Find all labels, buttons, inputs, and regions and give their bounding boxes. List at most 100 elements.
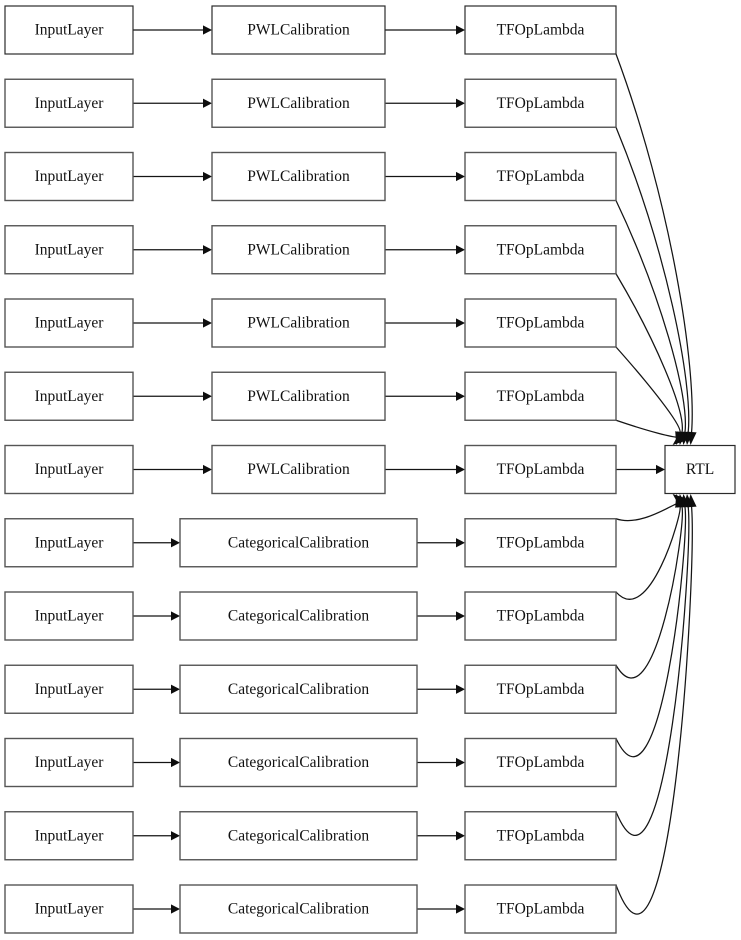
node-categorical-calibration-11-label: CategoricalCalibration [228,827,369,844]
node-categorical-calibration-7[interactable]: CategoricalCalibration [179,518,418,568]
edge-input-11-to-calibration-arrowhead [171,831,180,841]
node-tf-op-lambda-3-box [464,225,617,275]
edge-calibration-1-to-lambda [385,98,465,108]
node-pwl-calibration-1-label: PWLCalibration [247,95,350,112]
edge-calibration-4-to-lambda-arrowhead [456,318,465,328]
edge-input-1-to-calibration-arrowhead [203,98,212,108]
node-tf-op-lambda-9-label: TFOpLambda [497,681,585,698]
node-input-layer-4-box [4,298,134,348]
node-tf-op-lambda-12-label: TFOpLambda [497,901,585,918]
node-tf-op-lambda-9[interactable]: TFOpLambda [464,664,617,714]
edge-calibration-8-to-lambda [417,611,465,621]
node-tf-op-lambda-2[interactable]: TFOpLambda [464,151,617,202]
edge-input-8-to-calibration [133,611,180,621]
edges-layer [133,25,697,915]
edge-calibration-0-to-lambda-arrowhead [456,25,465,35]
node-categorical-calibration-11[interactable]: CategoricalCalibration [179,811,418,861]
node-pwl-calibration-5[interactable]: PWLCalibration [211,371,386,421]
node-categorical-calibration-12[interactable]: CategoricalCalibration [179,884,418,934]
node-tf-op-lambda-8[interactable]: TFOpLambda [464,591,617,641]
node-input-layer-1[interactable]: InputLayer [4,78,134,128]
node-tf-op-lambda-4[interactable]: TFOpLambda [464,298,617,348]
edge-lambda-8-to-rtl [615,494,685,600]
node-input-layer-4-label: InputLayer [35,315,105,332]
node-tf-op-lambda-0-box [464,5,617,55]
node-tf-op-lambda-1[interactable]: TFOpLambda [464,78,617,128]
node-tf-op-lambda-10[interactable]: TFOpLambda [464,737,617,788]
node-input-layer-0[interactable]: InputLayer [4,5,134,55]
node-pwl-calibration-4[interactable]: PWLCalibration [211,298,386,348]
node-pwl-calibration-1[interactable]: PWLCalibration [211,78,386,128]
node-input-layer-2-box [4,151,134,202]
node-input-layer-10[interactable]: InputLayer [4,737,134,788]
node-categorical-calibration-8[interactable]: CategoricalCalibration [179,591,418,641]
node-categorical-calibration-9[interactable]: CategoricalCalibration [179,664,418,714]
node-tf-op-lambda-5[interactable]: TFOpLambda [464,371,617,421]
node-tf-op-lambda-0[interactable]: TFOpLambda [464,5,617,55]
node-input-layer-5-box [4,371,134,421]
node-input-layer-8[interactable]: InputLayer [4,591,134,641]
node-input-layer-0-box [4,5,134,55]
node-pwl-calibration-0[interactable]: PWLCalibration [211,5,386,55]
edge-input-3-to-calibration [133,245,212,255]
node-tf-op-lambda-5-box [464,371,617,421]
node-input-layer-9-box [4,664,134,714]
edge-lambda-4-to-rtl-line [615,346,681,433]
node-pwl-calibration-6[interactable]: PWLCalibration [211,444,386,495]
node-tf-op-lambda-12[interactable]: TFOpLambda [464,884,617,934]
node-categorical-calibration-11-box [179,811,418,861]
edge-input-3-to-calibration-arrowhead [203,245,212,255]
node-tf-op-lambda-6[interactable]: TFOpLambda [464,444,617,495]
edge-lambda-5-to-rtl-arrowhead [672,432,686,445]
edge-input-6-to-calibration [133,464,212,475]
edge-input-12-to-calibration-arrowhead [171,904,180,914]
node-pwl-calibration-4-label: PWLCalibration [247,315,350,332]
node-input-layer-4[interactable]: InputLayer [4,298,134,348]
edge-calibration-9-to-lambda-arrowhead [456,684,465,694]
node-tf-op-lambda-2-label: TFOpLambda [497,168,585,185]
node-input-layer-5[interactable]: InputLayer [4,371,134,421]
node-tf-op-lambda-11[interactable]: TFOpLambda [464,811,617,861]
edge-calibration-10-to-lambda [417,757,465,768]
node-input-layer-3[interactable]: InputLayer [4,225,134,275]
node-input-layer-0-label: InputLayer [35,22,105,39]
node-pwl-calibration-3[interactable]: PWLCalibration [211,225,386,275]
node-input-layer-9[interactable]: InputLayer [4,664,134,714]
node-input-layer-2[interactable]: InputLayer [4,151,134,202]
edge-input-4-to-calibration-arrowhead [203,318,212,328]
node-tf-op-lambda-0-label: TFOpLambda [497,22,585,39]
node-input-layer-12-label: InputLayer [35,901,105,918]
node-input-layer-7[interactable]: InputLayer [4,518,134,568]
node-rtl-output[interactable]: RTL [664,444,736,495]
edge-input-6-to-calibration-arrowhead [203,464,212,475]
edge-input-0-to-calibration-arrowhead [203,25,212,35]
node-input-layer-8-label: InputLayer [35,608,105,625]
edge-input-0-to-calibration [133,25,212,35]
node-rtl-output-box [664,444,736,495]
node-input-layer-11[interactable]: InputLayer [4,811,134,861]
node-tf-op-lambda-3[interactable]: TFOpLambda [464,225,617,275]
node-pwl-calibration-2-label: PWLCalibration [247,168,350,185]
node-tf-op-lambda-9-box [464,664,617,714]
node-input-layer-10-label: InputLayer [35,754,105,771]
node-rtl-output-label: RTL [686,461,714,478]
node-tf-op-lambda-4-label: TFOpLambda [497,315,585,332]
node-input-layer-12[interactable]: InputLayer [4,884,134,934]
node-input-layer-6[interactable]: InputLayer [4,444,134,495]
edge-calibration-6-to-lambda-arrowhead [456,464,465,475]
edge-calibration-2-to-lambda-arrowhead [456,171,465,182]
node-input-layer-10-box [4,737,134,788]
node-tf-op-lambda-7[interactable]: TFOpLambda [464,518,617,568]
node-input-layer-7-box [4,518,134,568]
node-tf-op-lambda-8-label: TFOpLambda [497,608,585,625]
node-categorical-calibration-12-label: CategoricalCalibration [228,901,369,918]
edge-lambda-9-to-rtl [615,494,687,679]
node-pwl-calibration-6-box [211,444,386,495]
edge-input-2-to-calibration-arrowhead [203,171,212,182]
edge-lambda-12-to-rtl-arrowhead [686,494,697,508]
edge-input-7-to-calibration [133,538,180,548]
node-pwl-calibration-2[interactable]: PWLCalibration [211,151,386,202]
edge-input-11-to-calibration [133,831,180,841]
node-categorical-calibration-10[interactable]: CategoricalCalibration [179,737,418,788]
